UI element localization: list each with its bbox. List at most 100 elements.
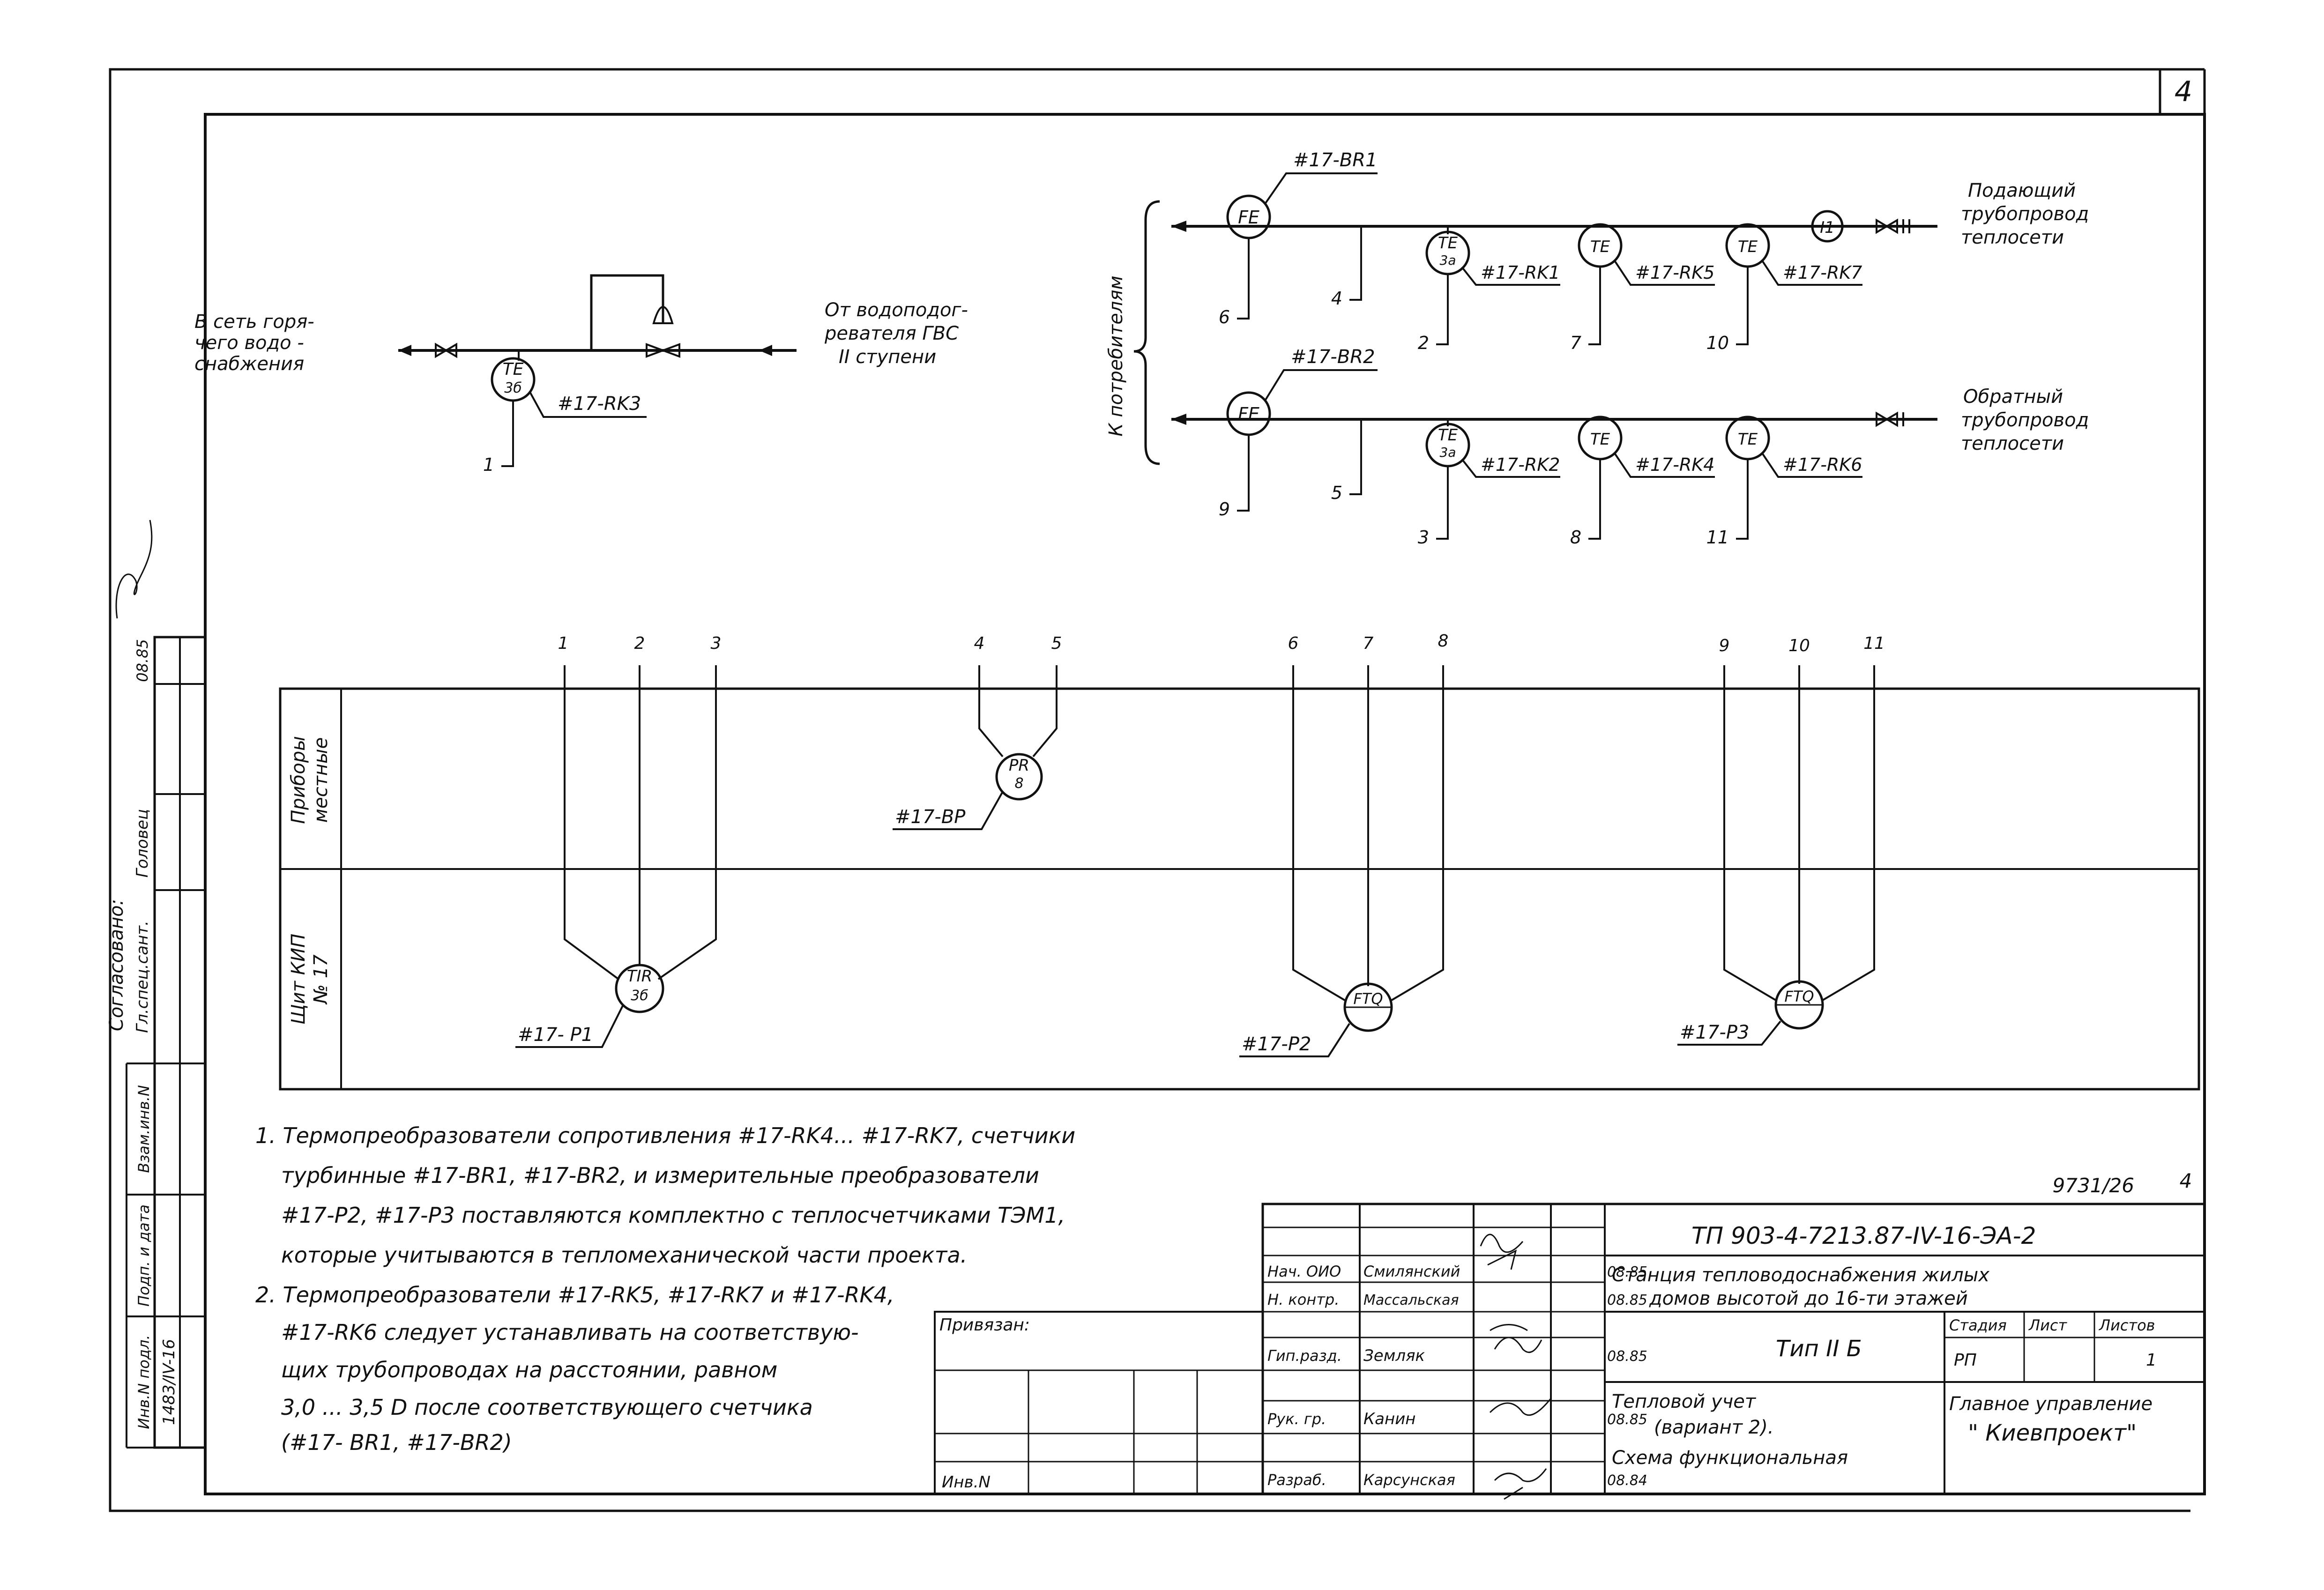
sheet-header: Лист bbox=[2028, 1316, 2067, 1334]
supply-flow-sensor-label: FE bbox=[1238, 207, 1259, 228]
sig-date-1: 08.85 bbox=[1607, 1264, 1647, 1280]
sig-name-4: Канин bbox=[1363, 1410, 1416, 1428]
side-stamp-agreed-title: Согласовано: bbox=[106, 899, 127, 1031]
sig-date-5: 08.84 bbox=[1607, 1472, 1647, 1489]
supply-meter-mark-label: I1 bbox=[1820, 218, 1835, 237]
zone-panel-2: № 17 bbox=[310, 954, 332, 1005]
hot-water-right-note-1: От водоподог- bbox=[825, 299, 968, 321]
rk5-line: 7 bbox=[1570, 333, 1581, 353]
line-number-9: 9 bbox=[1719, 636, 1730, 655]
rk7-label: TE bbox=[1738, 238, 1758, 256]
rk6-line: 11 bbox=[1706, 527, 1729, 548]
ftq-2-label: FTQ bbox=[1784, 988, 1814, 1005]
side-stamp-sign-date-label: Подп. и дата bbox=[135, 1204, 153, 1307]
outer-frame bbox=[109, 68, 2190, 1512]
hot-water-left-note-1: В сеть горя- bbox=[194, 311, 314, 333]
return-line-fe: 9 bbox=[1219, 499, 1230, 520]
return-label-3: теплосети bbox=[1961, 433, 2064, 454]
rk5-label: TE bbox=[1590, 238, 1610, 256]
side-stamp: Согласовано: Гл.спец.сант. Головец 08.85… bbox=[106, 520, 207, 1449]
sig-role-5: Разраб. bbox=[1267, 1471, 1326, 1489]
note-line-3: #17-P2, #17-P3 поставляются комплектно с… bbox=[281, 1203, 1065, 1228]
supply-label-1: Подающий bbox=[1968, 180, 2076, 201]
tir-tag: #17- P1 bbox=[518, 1024, 593, 1046]
rk1-label-2: 3а bbox=[1440, 253, 1456, 268]
return-valve-icon bbox=[1876, 411, 1904, 427]
return-flow-tag: #17-BR2 bbox=[1291, 346, 1375, 368]
supply-valve-icon bbox=[1876, 218, 1910, 234]
type-label: Тип II Б bbox=[1776, 1336, 1862, 1362]
rk4-line: 8 bbox=[1570, 527, 1581, 548]
return-label-1: Обратный bbox=[1963, 386, 2063, 408]
pr-tag: #17-BP bbox=[895, 806, 966, 828]
panel-instrument-ftq-1: FTQ #17-P2 bbox=[1239, 689, 1444, 1057]
doc-code: ТП 903-4-7213.87-IV-16-ЭА-2 bbox=[1691, 1222, 2036, 1249]
title-block: 9731/26 4 Привязан: И bbox=[934, 1169, 2206, 1500]
hot-water-right-note-3: II ступени bbox=[839, 346, 936, 368]
sig-name-5: Карсунская bbox=[1363, 1471, 1455, 1489]
sig-role-3: Гип.разд. bbox=[1267, 1347, 1342, 1365]
note-line-6: #17-RK6 следует устанавливать на соответ… bbox=[281, 1320, 859, 1345]
line-number-1: 1 bbox=[558, 634, 569, 653]
side-stamp-agreed-name: Головец bbox=[133, 809, 152, 877]
ftq-2-tag: #17-P3 bbox=[1680, 1022, 1749, 1043]
sig-role-2: Н. контр. bbox=[1267, 1291, 1339, 1308]
return-label-2: трубопровод bbox=[1961, 409, 2089, 431]
ftq-1-label: FTQ bbox=[1353, 990, 1383, 1008]
organization-2: " Киевпроект" bbox=[1968, 1420, 2137, 1446]
sheets-header: Листов bbox=[2099, 1316, 2155, 1334]
organization-1: Главное управление bbox=[1949, 1393, 2153, 1415]
line-number-10: 10 bbox=[1788, 636, 1810, 655]
stage-header: Стадия bbox=[1949, 1316, 2007, 1334]
rk2-label-1: TE bbox=[1438, 426, 1458, 445]
side-stamp-inv-orig-label: Инв.N подл. bbox=[135, 1335, 153, 1429]
supply-sensor-rk5: TE #17-RK5 7 bbox=[1570, 223, 1715, 353]
note-line-4: которые учитываются в тепломеханической … bbox=[281, 1242, 967, 1268]
handwritten-signatures bbox=[1480, 1233, 1552, 1500]
te-3b-label-2: 3б bbox=[504, 380, 522, 396]
rk2-line: 3 bbox=[1418, 527, 1429, 548]
return-sensor-rk2: TE 3а #17-RK2 3 bbox=[1418, 419, 1560, 548]
te-3b-label-1: TE bbox=[503, 360, 524, 379]
sig-date-4: 08.85 bbox=[1607, 1412, 1647, 1428]
side-stamp-agreed-role: Гл.спец.сант. bbox=[133, 921, 152, 1033]
rk5-tag: #17-RK5 bbox=[1635, 262, 1714, 283]
consumers-brace: К потребителям bbox=[1105, 200, 1160, 465]
supply-meter-mark: I1 bbox=[1811, 210, 1844, 243]
hot-water-line: TE 3б 1 #17-RK3 В сеть горя- чего водо -… bbox=[194, 274, 968, 475]
panel-instrument-tir: TIR 3б #17- P1 bbox=[515, 689, 717, 1048]
sheet-number-box: 4 bbox=[2159, 68, 2206, 114]
note-line-9: (#17- BR1, #17-BR2) bbox=[281, 1430, 512, 1455]
return-flow-sensor-label: FE bbox=[1238, 404, 1259, 424]
note-line-5: 2. Термопреобразователи #17-RK5, #17-RK7… bbox=[255, 1282, 894, 1308]
brace-label: К потребителям bbox=[1105, 275, 1127, 436]
archive-sheet: 4 bbox=[2180, 1169, 2192, 1192]
supply-pipe: FE #17-BR1 6 4 I1 Подающий трубопровод т… bbox=[1171, 149, 2089, 327]
hot-water-right-note-2: ревателя ГВС bbox=[824, 323, 959, 344]
drawing-title-2: (вариант 2). bbox=[1654, 1417, 1774, 1438]
line-number-4: 4 bbox=[974, 634, 985, 653]
hot-water-left-note-3: снабжения bbox=[194, 353, 304, 375]
sig-name-2: Массальская bbox=[1363, 1292, 1459, 1308]
line-number-8: 8 bbox=[1438, 632, 1449, 651]
supply-line-fe: 6 bbox=[1219, 307, 1230, 327]
drawing-title-1: Тепловой учет bbox=[1612, 1391, 1757, 1412]
control-valve-icon bbox=[646, 306, 680, 358]
supply-sensor-rk1: TE 3а #17-RK1 2 bbox=[1418, 226, 1560, 353]
hot-water-left-note-2: чего водо - bbox=[194, 332, 304, 354]
drawing-title-3: Схема функциональная bbox=[1612, 1447, 1848, 1469]
rk1-label-1: TE bbox=[1438, 234, 1458, 253]
line-number-3: 3 bbox=[711, 634, 722, 653]
tir-label-2: 3б bbox=[631, 988, 648, 1004]
line-stubs: 1 2 3 4 5 6 7 8 9 10 11 bbox=[558, 632, 1885, 689]
rk4-tag: #17-RK4 bbox=[1635, 454, 1714, 475]
sheets-value: 1 bbox=[2146, 1351, 2157, 1370]
inv-label: Инв.N bbox=[942, 1473, 991, 1492]
note-line-8: 3,0 ... 3,5 D после соответствующего сче… bbox=[281, 1395, 813, 1420]
rk4-label: TE bbox=[1590, 430, 1610, 449]
supply-line-tap: 4 bbox=[1331, 288, 1342, 309]
sig-name-1: Смилянский bbox=[1363, 1263, 1460, 1280]
rk7-line: 10 bbox=[1706, 333, 1729, 353]
return-flow-sensor: FE #17-BR2 9 bbox=[1219, 346, 1378, 520]
